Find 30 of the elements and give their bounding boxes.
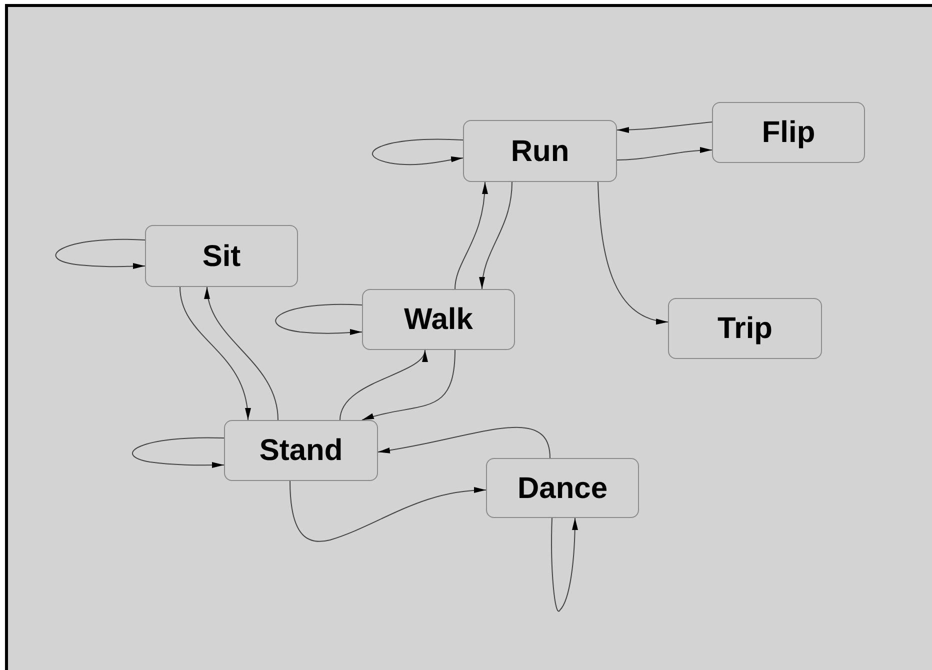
state-box — [362, 289, 515, 350]
state-label: Stand — [259, 433, 343, 469]
arrow — [290, 480, 486, 542]
state-box — [145, 225, 298, 287]
arrow — [378, 426, 550, 458]
arrow — [362, 350, 456, 420]
arrow — [55, 238, 146, 270]
arrow — [132, 437, 224, 468]
arrow — [616, 122, 712, 133]
state-label: Dance — [517, 470, 608, 506]
arrow — [372, 138, 464, 166]
arrow — [616, 147, 712, 160]
state-label: Flip — [762, 115, 816, 151]
arrow — [480, 182, 512, 290]
state-box — [668, 298, 822, 359]
arrow — [551, 518, 578, 612]
arrow — [275, 304, 362, 336]
arrow — [340, 350, 426, 420]
state-box — [486, 458, 639, 518]
arrow — [598, 182, 668, 324]
arrow — [454, 182, 488, 290]
arrow — [205, 286, 278, 420]
state-label: Walk — [404, 302, 473, 338]
state-label: Run — [510, 134, 570, 170]
arrow — [180, 286, 250, 420]
state-box — [224, 420, 378, 481]
state-box — [463, 120, 617, 182]
state-label: Sit — [202, 238, 241, 274]
state-label: Trip — [717, 311, 772, 347]
state-box — [712, 102, 865, 163]
